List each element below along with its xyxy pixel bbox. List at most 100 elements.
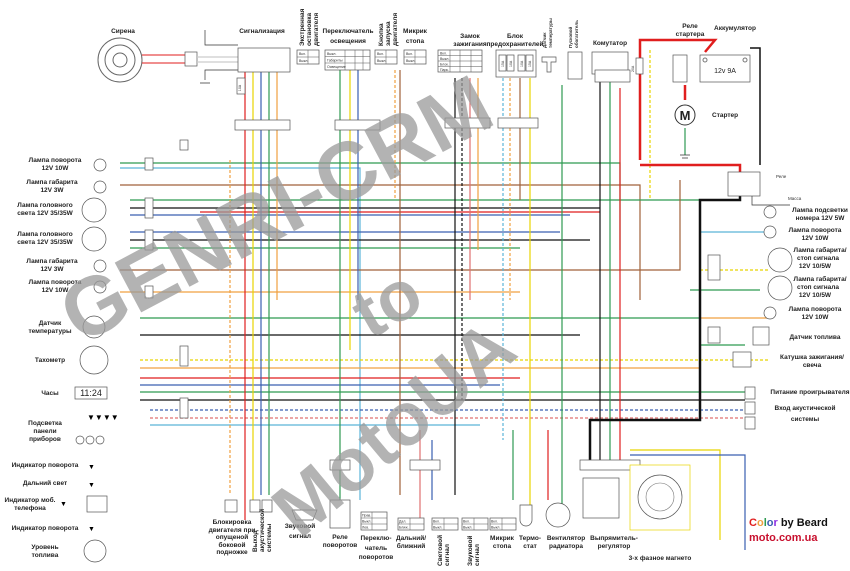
left-label: панели [33,428,56,435]
fuse-rating: 10A [520,60,524,67]
row-label: Прав. [362,514,371,518]
backlight-lamp-icon [95,435,105,445]
row-label: Парк. [440,68,449,72]
siren [97,30,238,84]
bottom-label: чатель [365,545,387,552]
left-label: 12V 10W [42,165,70,172]
connector [144,197,154,219]
left-label: Лампа головного [17,231,72,238]
wire [120,184,641,300]
led-icon: ▼ [88,464,95,471]
right-label: Лампа подсветки [792,207,848,214]
connector [234,119,291,131]
row-label: Блок. [440,63,449,67]
left-label: Уровень [31,544,58,551]
phone-indicator-module [86,495,108,513]
bottom-label: Переклю- [360,535,391,542]
fuse [498,54,507,72]
connector [744,416,756,430]
hi-lo-switch-table: Дал. Ближ. [397,517,425,531]
left-label: Тахометр [35,357,65,364]
left-label: телефона [14,505,46,512]
wire [120,180,681,271]
right-label: Датчик топлива [790,334,841,341]
plate-lamp-icon [763,205,777,219]
label-line: Экстренная [299,8,306,46]
starter-relay [672,54,688,83]
turn-lamp-icon [93,280,107,294]
magneto-icon [637,474,683,520]
connector [409,459,441,471]
bottom-label: Выход [252,530,259,552]
led-icon: ▼ [88,526,95,533]
fuse [506,54,515,72]
starter-motor-icon [674,104,696,126]
fuse-block-label: предохранителей [486,40,543,48]
bottom-label: Выпрямитель- [590,535,638,542]
bottom-label: стат [523,543,537,550]
bottom-label: радиатора [549,543,583,550]
credits: Color by Beard moto.com.ua [749,517,828,544]
row-label: Выкл. [406,59,415,63]
row-label: Выкл. [463,526,472,530]
fan-icon [545,502,571,528]
connector [744,386,756,400]
bottom-label: поворотов [359,554,394,561]
led-icon: ▼ [88,482,95,489]
left-label: Лампа поворота [29,157,82,164]
row-label: Выкл. [327,52,336,56]
light-switch-label: освещения [330,38,366,45]
bottom-label: опущеной [216,533,249,541]
left-label: Часы [41,390,59,397]
starter-relay-label: Реле [682,23,698,30]
main-fuse-label: 20A [631,65,635,72]
wire [630,449,721,540]
row-label: Вкл. [377,52,384,56]
alarm-fuse [236,77,246,95]
fuse [517,54,526,72]
backlight-lamp-icon [75,435,85,445]
label-line: обогатитель [573,20,579,48]
row-label: Вкл. [491,520,498,524]
right-label: Лампа поворота [789,306,842,313]
main-fuse [635,57,644,75]
tail-lamp-icon [767,275,793,301]
row-label: Выкл. [440,57,449,61]
turn-lamp-icon [763,306,777,320]
connector [179,345,189,367]
label-line: остановка [306,13,313,46]
row-label: Дал. [399,520,406,524]
row-label: Выкл. [362,520,371,524]
turn-lamp-icon [93,158,107,172]
connector [594,69,631,83]
left-label: Индикатор моб. [5,496,56,504]
row-label: Лев. [362,526,369,530]
wires [120,38,770,550]
left-label: 12V 3W [40,187,64,194]
bottom-label: Блокировка [213,519,252,526]
row-label: Вкл. [299,52,306,56]
right-label: Питание проигрывателя [770,389,849,396]
cdi-label: Комутатор [593,40,627,47]
connector [144,157,154,171]
bottom-label: двигателя при [209,527,256,534]
brake-switch-label: стопа [406,38,425,45]
credit-letter: l [764,517,767,529]
connector [707,326,721,344]
bottom-label: сигнал [444,544,451,566]
temp-sensor-label: Датчик температуры [542,18,553,48]
clock-display: 11:24 [80,388,102,398]
left-label: Лампа поворота [29,279,82,286]
light-switch-label: Переключатель [323,28,374,35]
start-button-table: Вкл. Выкл. [374,49,398,65]
right-components [732,205,793,430]
left-label: топлива [32,552,59,559]
bottom-label: Световой [436,535,444,566]
turn-lamp-icon [763,225,777,239]
backlight-lamp-icon [85,435,95,445]
connector [144,285,154,299]
watermark: GENRI-CRM to MotoUA [46,58,531,552]
temp-sensor-icon [541,56,557,73]
left-label: Датчик [39,320,62,327]
